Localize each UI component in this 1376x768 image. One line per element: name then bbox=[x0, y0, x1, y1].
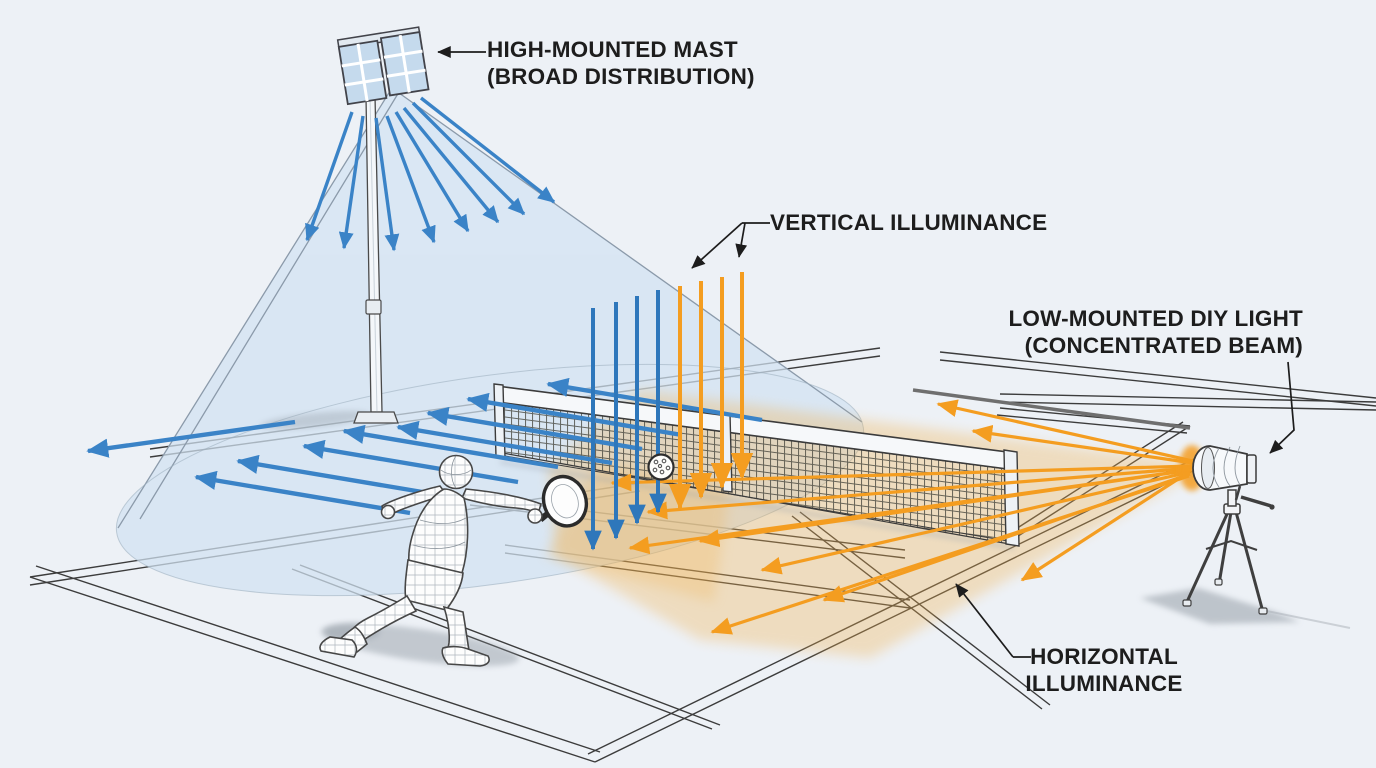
vertical-label-leader-1 bbox=[691, 222, 743, 269]
fence-rail-line bbox=[912, 388, 1191, 430]
player-front-shoe bbox=[441, 645, 490, 667]
broad-light-arrows bbox=[305, 96, 556, 252]
leader-lines bbox=[437, 46, 1295, 658]
label-horizontal-illuminance: HORIZONTAL ILLUMINANCE bbox=[1008, 644, 1200, 697]
horizontal-label-leader bbox=[955, 583, 1014, 658]
label-line: LOW-MOUNTED DIY LIGHT bbox=[1008, 306, 1303, 331]
label-line: HORIZONTAL bbox=[1030, 644, 1178, 669]
floor-light-arrows-blue bbox=[86, 377, 763, 516]
label-line: VERTICAL ILLUMINANCE bbox=[770, 210, 1048, 235]
label-low-mounted-diy-light: LOW-MOUNTED DIY LIGHT (CONCENTRATED BEAM… bbox=[1008, 306, 1303, 359]
tripod-shadow bbox=[1140, 588, 1300, 624]
label-line: (CONCENTRATED BEAM) bbox=[1024, 332, 1303, 358]
tripod-legs bbox=[1184, 511, 1265, 613]
label-line: ILLUMINANCE bbox=[1025, 670, 1183, 696]
vertical-illuminance-lines-blue bbox=[584, 290, 667, 551]
vertical-label-leader-2 bbox=[735, 222, 748, 258]
label-high-mounted-mast: HIGH-MOUNTED MAST (BROAD DISTRIBUTION) bbox=[487, 37, 755, 90]
player-front-hand bbox=[527, 508, 543, 524]
tripod-light bbox=[1179, 445, 1275, 615]
player-head bbox=[438, 454, 474, 490]
mast-base-plate bbox=[353, 411, 399, 424]
label-vertical-illuminance: VERTICAL ILLUMINANCE bbox=[770, 210, 1047, 237]
pan-handle bbox=[1240, 495, 1272, 508]
player-rear-leg bbox=[350, 594, 418, 643]
vertical-illuminance-lines-orange bbox=[668, 272, 754, 510]
mast-light-fixture bbox=[336, 26, 430, 106]
label-line: (BROAD DISTRIBUTION) bbox=[487, 63, 755, 89]
player-rear-hand bbox=[380, 504, 396, 520]
player-rear-shoe bbox=[319, 636, 358, 658]
net bbox=[493, 383, 1020, 550]
label-line: HIGH-MOUNTED MAST bbox=[487, 37, 738, 62]
pickleball bbox=[647, 453, 675, 481]
player-figure bbox=[319, 454, 589, 667]
diy-label-leader bbox=[1269, 361, 1295, 454]
lamp-head bbox=[1192, 445, 1257, 501]
